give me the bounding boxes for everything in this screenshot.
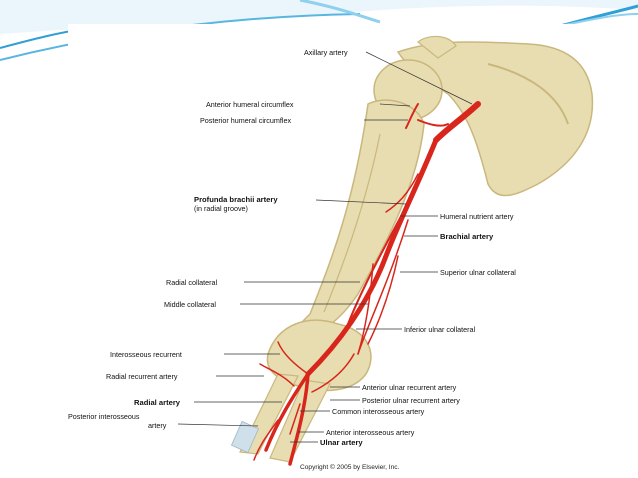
scapula <box>396 41 594 197</box>
label-interosseous-recurrent: Interosseous recurrent <box>110 350 182 359</box>
label-posterior-ulnar-recurrent-artery: Posterior ulnar recurrent artery <box>362 396 460 405</box>
artery-tree <box>253 101 481 466</box>
label-anterior-ulnar-recurrent-artery: Anterior ulnar recurrent artery <box>362 383 457 392</box>
label-posterior-interosseous-line1: Posterior interosseous <box>68 412 140 421</box>
arm-artery-illustration <box>177 35 594 466</box>
label-brachial-artery: Brachial artery <box>440 232 494 241</box>
leader-lines <box>177 51 473 443</box>
label-common-interosseous-artery: Common interosseous artery <box>332 407 425 416</box>
figure-panel: Axillary artery Anterior humeral circumf… <box>68 24 605 476</box>
label-humeral-nutrient-artery: Humeral nutrient artery <box>440 212 514 221</box>
ulnar-artery-vessel <box>288 372 310 466</box>
label-inferior-ulnar-collateral: Inferior ulnar collateral <box>404 325 476 334</box>
label-anterior-interosseous-artery: Anterior interosseous artery <box>326 428 415 437</box>
radial-artery-vessel <box>264 372 310 452</box>
label-radial-artery: Radial artery <box>134 398 181 407</box>
label-anterior-humeral-circumflex: Anterior humeral circumflex <box>206 100 294 109</box>
label-radial-recurrent-artery: Radial recurrent artery <box>106 372 178 381</box>
label-superior-ulnar-collateral: Superior ulnar collateral <box>440 268 516 277</box>
label-posterior-interosseous-line2: artery <box>148 421 167 430</box>
label-radial-groove-note: (in radial groove) <box>194 204 248 213</box>
label-middle-collateral: Middle collateral <box>164 300 216 309</box>
label-ulnar-artery: Ulnar artery <box>320 438 363 447</box>
label-axillary-artery: Axillary artery <box>304 48 348 57</box>
label-radial-collateral: Radial collateral <box>166 278 218 287</box>
label-posterior-humeral-circumflex: Posterior humeral circumflex <box>200 116 292 125</box>
copyright-notice: Copyright © 2005 by Elsevier, Inc. <box>300 464 400 471</box>
label-profunda-brachii-artery: Profunda brachii artery <box>194 195 278 204</box>
axillary-artery-vessel <box>433 101 481 143</box>
brachial-artery-vessel <box>305 137 439 377</box>
